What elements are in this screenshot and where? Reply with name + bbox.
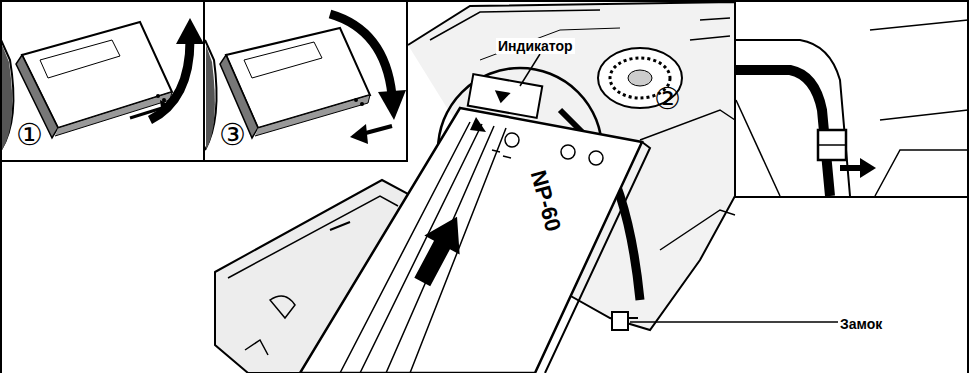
door-detail [245, 340, 268, 355]
callout-number: ③ [219, 120, 246, 150]
cover-label [244, 42, 322, 78]
arrow-head [350, 124, 368, 144]
camera-detail [480, 28, 620, 60]
lock-latch [612, 312, 628, 330]
battery-stripe [340, 122, 506, 373]
lock-latch [818, 144, 846, 146]
cover-label [40, 40, 120, 78]
camera-detail [690, 18, 730, 40]
inset-lock [735, 1, 968, 197]
cover-edge [255, 95, 370, 136]
part-label: Индикатор [496, 38, 575, 54]
arrow-head [378, 90, 406, 120]
lock-arrow [840, 165, 862, 171]
door-hinge [270, 296, 295, 318]
lock-latch [628, 317, 638, 319]
cover-dot [162, 98, 166, 102]
battery [300, 108, 650, 373]
leader-line [630, 321, 842, 323]
cover-dot [156, 94, 160, 98]
camera-shade [206, 45, 215, 150]
camera-detail [640, 110, 735, 140]
inset-frame [1, 1, 204, 161]
battery-contact [561, 145, 575, 159]
camera-edge [736, 40, 850, 196]
cover-dot [360, 102, 364, 106]
camera-edge [205, 40, 217, 150]
battery-slot [736, 70, 830, 196]
cover-dot [354, 98, 358, 102]
battery-detail [492, 150, 511, 158]
battery-contact [589, 151, 603, 165]
inset-frame [735, 1, 968, 197]
indicator-mark [493, 90, 511, 105]
door-detail [330, 222, 350, 230]
arrow-head [160, 100, 172, 116]
battery-edge [545, 142, 650, 373]
dial-center [628, 70, 652, 86]
camera-detail [660, 210, 735, 250]
callout-number: ② [654, 84, 681, 114]
part-label: Замок [838, 316, 884, 332]
battery-edge [736, 100, 780, 196]
slide-arrow [130, 108, 162, 118]
inset-open-cover [1, 1, 204, 161]
curved-arrow [150, 40, 190, 120]
inset-close-cover [204, 1, 407, 161]
camera-detail [870, 20, 968, 196]
inset-frame [204, 1, 407, 161]
camera-edge [1, 40, 13, 150]
insert-arrow [405, 207, 475, 291]
battery-arrow-mark [470, 117, 486, 132]
camera-shade [2, 45, 12, 150]
lock-latch [818, 130, 846, 160]
curved-arrow [330, 14, 392, 95]
callout-number: ① [16, 120, 43, 150]
arrow-head [860, 158, 876, 178]
battery-contact [505, 133, 519, 147]
leader-line [520, 54, 540, 86]
camera-detail [430, 10, 600, 40]
battery-body [300, 108, 642, 373]
arrow-head [176, 18, 204, 44]
